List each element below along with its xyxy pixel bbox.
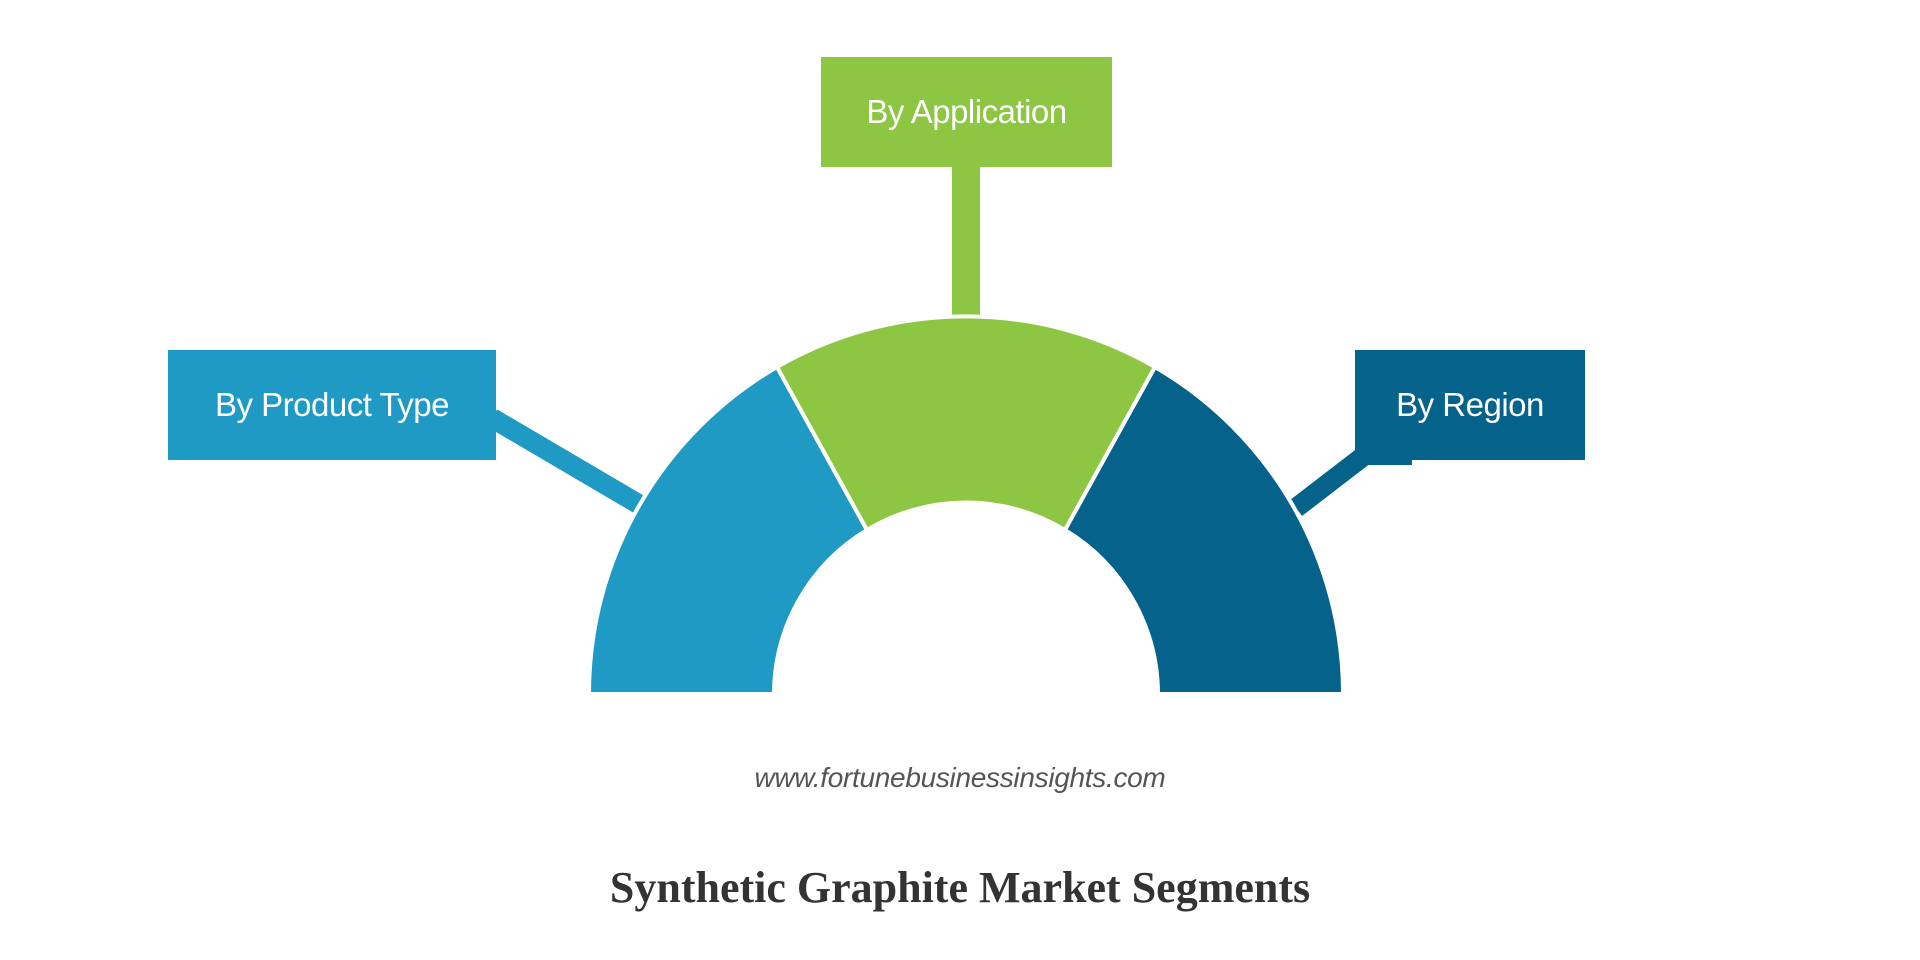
segment-box-product-type: By Product Type xyxy=(168,350,496,460)
segment-box-region: By Region xyxy=(1355,350,1585,460)
arc-base-mask xyxy=(560,694,1380,714)
connector-product xyxy=(486,409,646,514)
segment-box-application: By Application xyxy=(821,57,1112,167)
arc-segment-region xyxy=(1062,364,1346,696)
segment-label-product-type: By Product Type xyxy=(214,386,450,423)
segment-label-application: By Application xyxy=(866,93,1067,130)
source-website: www.fortunebusinessinsights.com xyxy=(754,762,1166,793)
diagram-title: Synthetic Graphite Market Segments xyxy=(609,863,1311,912)
segment-label-region: By Region xyxy=(1396,386,1544,423)
arc-segment-product xyxy=(586,364,870,696)
connector-region xyxy=(1289,445,1412,516)
arc-segment-application xyxy=(774,314,1158,533)
